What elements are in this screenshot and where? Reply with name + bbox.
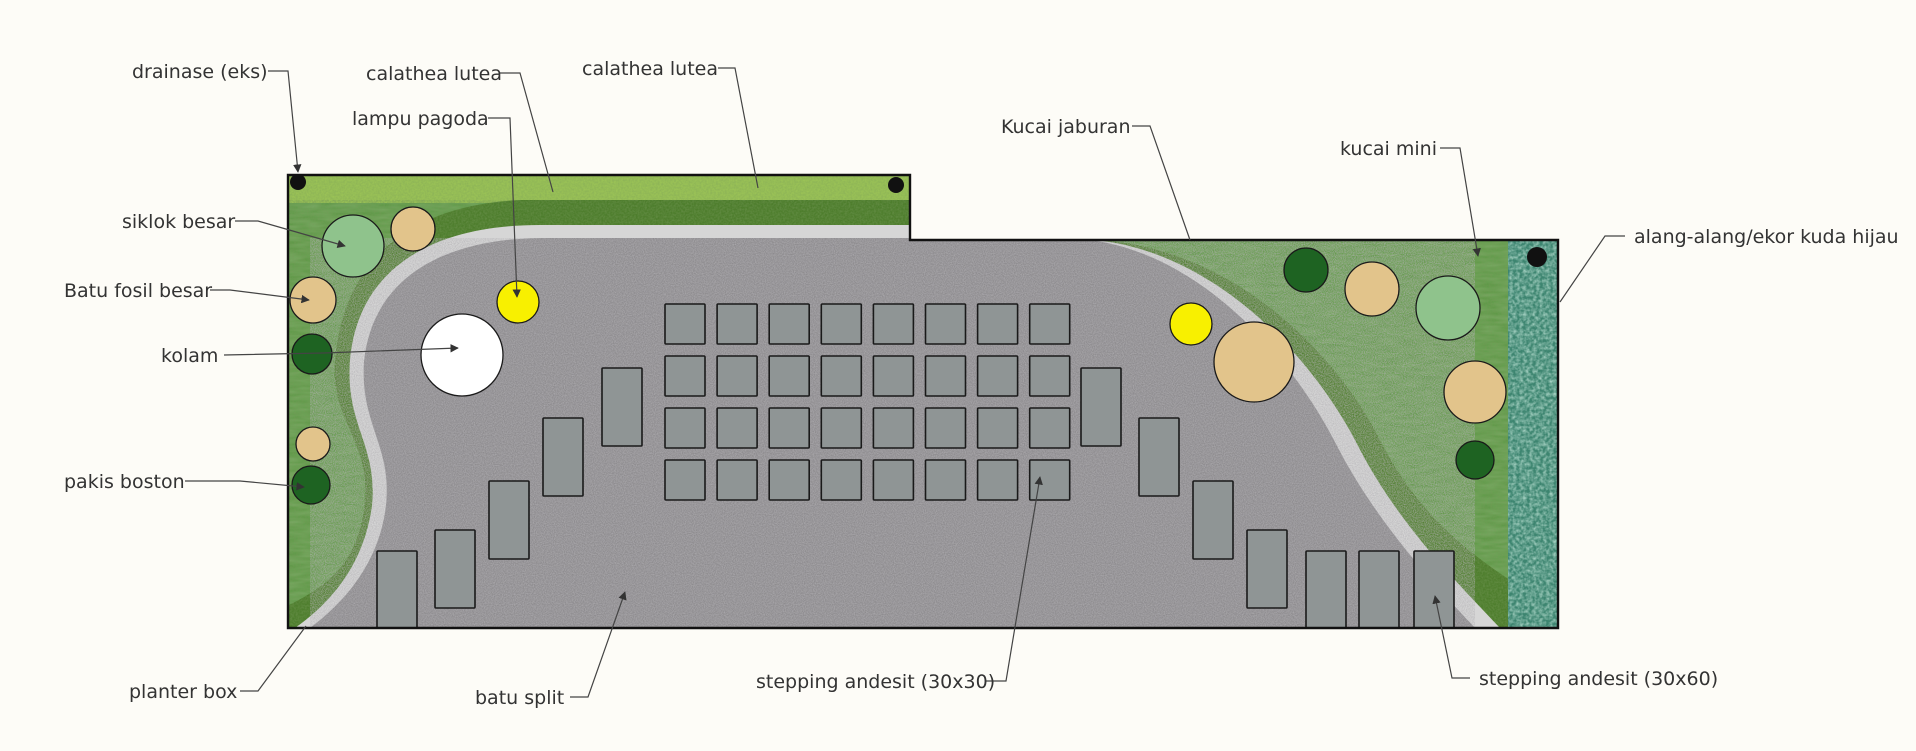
stepping-stone-30x30 xyxy=(820,407,863,449)
leader-kolam xyxy=(223,344,459,356)
label-kucai-jaburan: Kucai jaburan xyxy=(1001,116,1130,138)
leader-kucai-mini xyxy=(1440,147,1481,257)
stepping-stone-30x60 xyxy=(376,550,418,628)
stepping-stone-30x30 xyxy=(924,355,967,397)
stepping-stone-30x30 xyxy=(924,303,967,345)
stepping-stone-30x60 xyxy=(542,417,584,497)
label-siklok-besar: siklok besar xyxy=(122,211,235,233)
siklok-besar xyxy=(321,214,385,278)
batu-fosil xyxy=(1344,261,1400,317)
stepping-stone-30x30 xyxy=(1028,355,1071,397)
label-kolam: kolam xyxy=(161,345,218,367)
stepping-stone-30x60 xyxy=(1358,550,1400,628)
stepping-stone-30x30 xyxy=(768,355,811,397)
leader-kucai-jaburan xyxy=(1132,125,1191,241)
leader-pakis-boston xyxy=(185,480,305,491)
stepping-stone-30x30 xyxy=(716,459,758,501)
stepping-stone-30x30 xyxy=(976,407,1019,449)
label-planter-box: planter box xyxy=(129,681,237,703)
stepping-stone-30x30 xyxy=(1028,407,1071,449)
stepping-stone-30x30 xyxy=(820,303,863,345)
stepping-stones xyxy=(376,303,1455,628)
stepping-stone-30x30 xyxy=(716,355,758,397)
leader-alang-alang xyxy=(1559,235,1625,303)
pakis-boston xyxy=(1283,247,1329,293)
drainase-point xyxy=(1527,247,1547,267)
leader-planter-box xyxy=(240,625,307,692)
leader-batu-fosil xyxy=(210,289,310,304)
label-batu-split: batu split xyxy=(475,687,564,709)
stepping-stone-30x30 xyxy=(716,407,758,449)
batu-fosil-besar xyxy=(1213,321,1295,403)
leader-drainase xyxy=(268,70,302,173)
stepping-stone-30x60 xyxy=(1305,550,1347,628)
stepping-stone-30x30 xyxy=(872,407,915,449)
stepping-stone-30x30 xyxy=(872,459,915,501)
stepping-stone-30x60 xyxy=(1192,480,1234,560)
stepping-stone-30x30 xyxy=(768,459,811,501)
stepping-stone-30x60 xyxy=(1246,529,1288,609)
stepping-stone-30x30 xyxy=(872,303,915,345)
stepping-stone-30x60 xyxy=(601,367,643,447)
pakis-boston xyxy=(1455,440,1495,480)
label-lampu-pagoda: lampu pagoda xyxy=(352,108,489,130)
label-stepping-30x60: stepping andesit (30x60) xyxy=(1479,668,1718,690)
leader-calathea-1 xyxy=(500,72,554,193)
batu-fosil xyxy=(295,426,331,462)
stepping-stone-30x30 xyxy=(768,303,811,345)
siklok-besar xyxy=(1415,275,1481,341)
leader-batu-split xyxy=(570,591,627,698)
batu-fosil xyxy=(289,276,337,324)
kolam xyxy=(420,313,504,397)
stepping-stone-30x60 xyxy=(488,480,530,560)
drainase-point xyxy=(290,174,306,190)
stepping-stone-30x30 xyxy=(664,407,706,449)
stepping-stone-30x30 xyxy=(976,459,1019,501)
stepping-stone-30x60 xyxy=(434,529,476,609)
label-alang-alang: alang-alang/ekor kuda hijau xyxy=(1634,226,1899,248)
pakis-boston xyxy=(291,465,331,505)
label-drainase: drainase (eks) xyxy=(132,61,268,83)
leader-stepping-30x30 xyxy=(986,476,1043,682)
label-calathea-2: calathea lutea xyxy=(582,58,718,80)
stepping-stone-30x30 xyxy=(664,303,706,345)
callout-labels: drainase (eks) calathea lutea calathea l… xyxy=(64,58,1899,709)
label-stepping-30x30: stepping andesit (30x30) xyxy=(756,671,995,693)
stepping-stone-30x30 xyxy=(768,407,811,449)
lampu-pagoda xyxy=(1169,302,1213,346)
stepping-stone-30x30 xyxy=(664,355,706,397)
stepping-stone-30x30 xyxy=(664,459,706,501)
label-calathea-1: calathea lutea xyxy=(366,63,502,85)
leader-siklok-besar xyxy=(235,220,346,248)
stepping-stone-30x30 xyxy=(924,407,967,449)
leader-lines xyxy=(185,67,1625,698)
stepping-stone-30x60 xyxy=(1413,550,1455,628)
site-area xyxy=(288,175,1558,628)
stepping-stone-30x30 xyxy=(1028,303,1071,345)
stepping-stone-30x30 xyxy=(1028,459,1071,501)
label-batu-fosil-besar: Batu fosil besar xyxy=(64,280,212,302)
stepping-stone-30x60 xyxy=(1080,367,1122,447)
label-kucai-mini: kucai mini xyxy=(1340,138,1437,160)
batu-fosil xyxy=(390,206,436,252)
site-outline xyxy=(286,173,1560,630)
lampu-pagoda xyxy=(496,280,540,324)
batu-fosil xyxy=(1443,360,1507,424)
leader-stepping-30x60 xyxy=(1432,595,1470,679)
stepping-stone-30x60 xyxy=(1138,417,1180,497)
stepping-stone-30x30 xyxy=(820,355,863,397)
stepping-stone-30x30 xyxy=(872,355,915,397)
leader-calathea-2 xyxy=(718,67,759,189)
label-pakis-boston: pakis boston xyxy=(64,471,185,493)
drainase-point xyxy=(888,177,904,193)
stepping-stone-30x30 xyxy=(976,355,1019,397)
stepping-stone-30x30 xyxy=(924,459,967,501)
stepping-stone-30x30 xyxy=(820,459,863,501)
plants xyxy=(289,206,1507,505)
leader-lampu-pagoda xyxy=(488,117,521,298)
stepping-stone-30x30 xyxy=(716,303,758,345)
stepping-stone-30x30 xyxy=(976,303,1019,345)
